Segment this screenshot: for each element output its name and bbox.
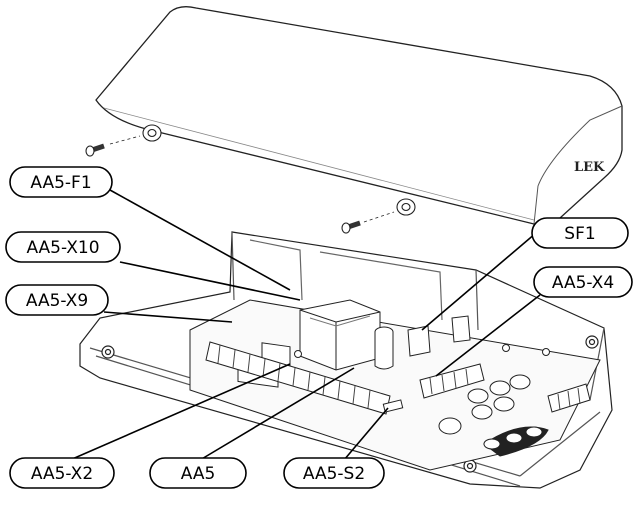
callout-aa5-f1: AA5-F1: [9, 166, 113, 198]
svg-text:SF1: SF1: [564, 224, 595, 244]
svg-text:AA5: AA5: [181, 464, 216, 484]
svg-text:AA5-F1: AA5-F1: [30, 173, 91, 193]
circuit-board: [189, 299, 601, 471]
callout-sf1: SF1: [531, 217, 629, 249]
callout-aa5-x10: AA5-X10: [5, 231, 121, 263]
cover: [95, 6, 623, 226]
svg-text:AA5-X9: AA5-X9: [26, 291, 88, 311]
svg-text:AA5-X4: AA5-X4: [552, 273, 614, 293]
cover-marking: LEK: [574, 160, 605, 175]
svg-text:AA5-X2: AA5-X2: [31, 464, 93, 484]
callout-aa5-x2: AA5-X2: [9, 457, 115, 489]
cover-screw-right: [341, 198, 416, 234]
callout-aa5-x9: AA5-X9: [5, 284, 109, 316]
callout-aa5-x4: AA5-X4: [533, 266, 633, 298]
callout-aa5: AA5: [149, 457, 247, 489]
callout-aa5-s2: AA5-S2: [283, 457, 385, 489]
svg-text:AA5-X10: AA5-X10: [26, 238, 99, 258]
svg-text:AA5-S2: AA5-S2: [303, 464, 365, 484]
cover-screw-left: [85, 124, 162, 157]
leader-lines: [69, 189, 541, 461]
